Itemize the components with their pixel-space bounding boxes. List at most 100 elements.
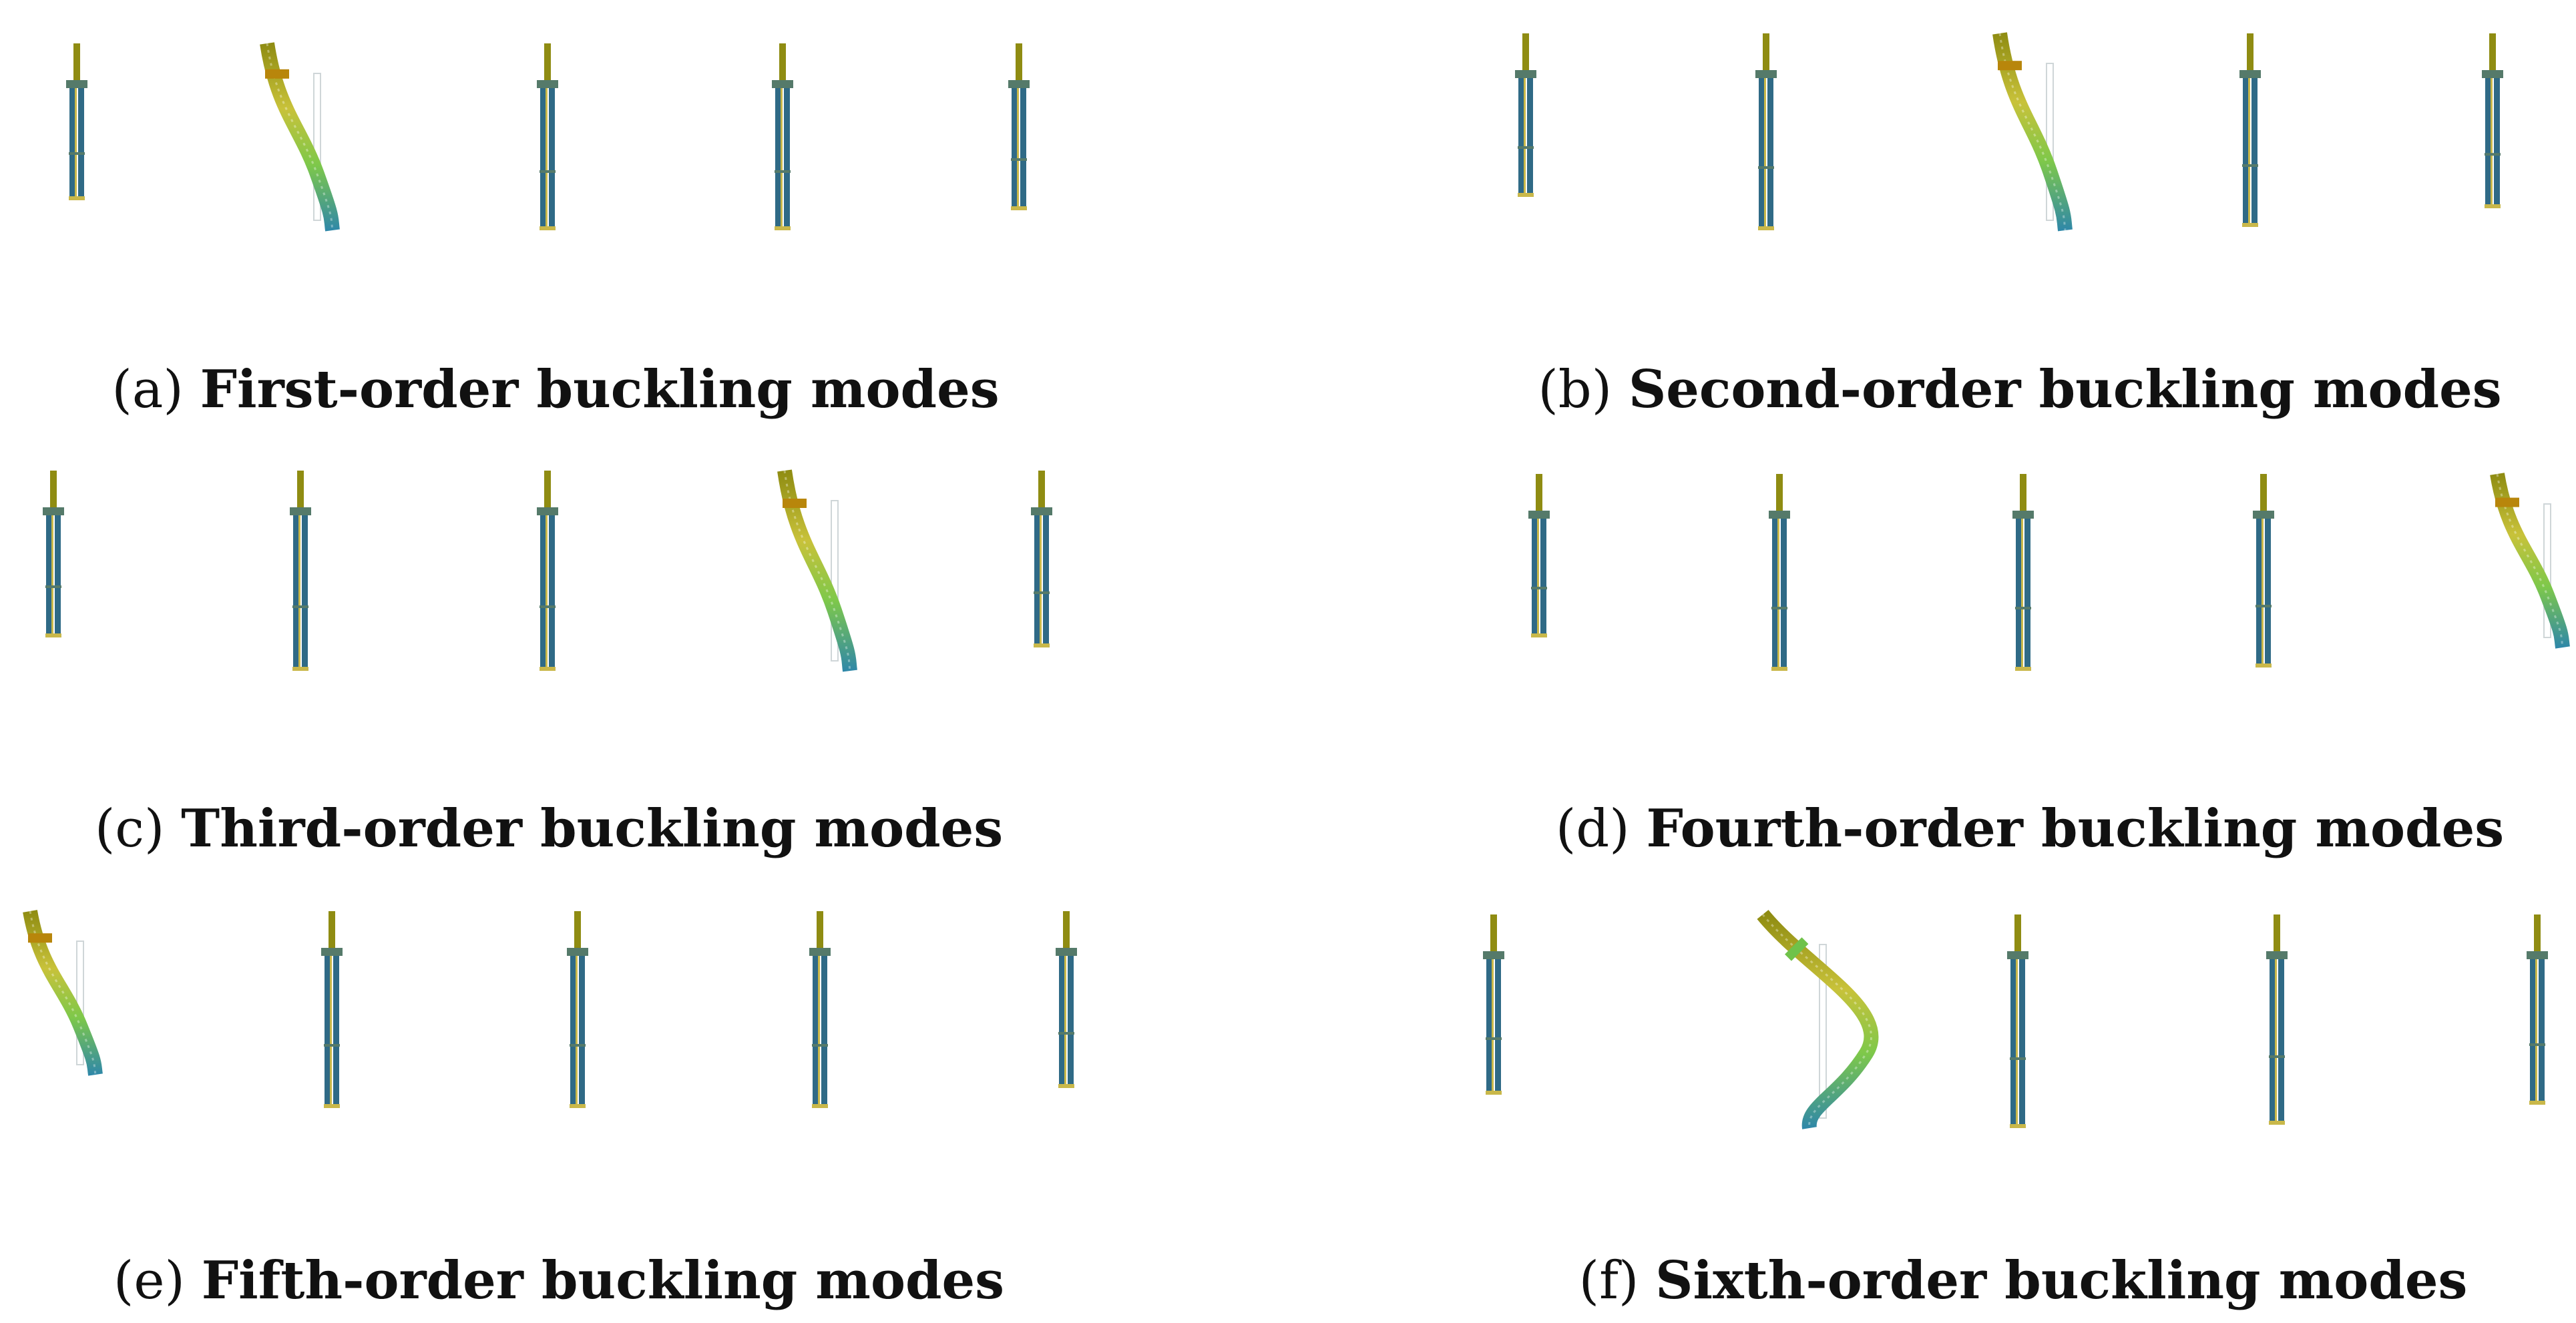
column [1483, 914, 1504, 1095]
column-foot [1486, 1091, 1502, 1095]
buckled-column [1757, 910, 1879, 1129]
column-spire [1522, 33, 1529, 70]
column-stripe [1064, 956, 1066, 1088]
column-leg-right [1043, 515, 1049, 647]
buckled-mesh [1761, 914, 1872, 1129]
buckled-mesh [2496, 473, 2564, 648]
column-joint [69, 152, 85, 155]
column-leg-right [1540, 519, 1546, 637]
column-cap [537, 507, 558, 515]
column [537, 43, 558, 230]
column-stripe [2262, 519, 2264, 668]
column [1755, 33, 1777, 230]
buckled-cap [1785, 937, 1809, 961]
undeformed-outline [2046, 63, 2054, 221]
column-joint [2256, 605, 2272, 607]
column-leg-right [2539, 959, 2545, 1105]
column-joint [570, 1044, 586, 1047]
column-foot [292, 667, 308, 671]
column-foot [2242, 223, 2258, 227]
column-spire [1016, 43, 1022, 80]
column-cap [1515, 70, 1536, 78]
column-leg-left [1486, 959, 1492, 1095]
column-joint [2010, 1057, 2026, 1060]
caption-f-title: Sixth-order buckling modes [1655, 1250, 2468, 1311]
column-foot [1011, 206, 1027, 210]
column-cap [1755, 70, 1777, 78]
column-leg-left [1518, 78, 1524, 197]
column-spire [73, 43, 80, 80]
column-leg-left [2016, 519, 2022, 671]
column-cap [2482, 70, 2503, 78]
panel-b [1515, 32, 2503, 232]
caption-d-letter: d [1576, 799, 1610, 859]
column-spire [1763, 33, 1769, 70]
column-spire [2489, 33, 2496, 70]
panel-d [1528, 473, 2570, 671]
buckled-cap [265, 69, 289, 79]
column [1056, 911, 1077, 1088]
column-foot [2010, 1124, 2026, 1128]
caption-a-letter: a [132, 360, 164, 420]
column-leg-right [78, 88, 84, 200]
column-leg-right [2278, 959, 2284, 1125]
column-spire [2247, 33, 2253, 70]
column-stripe [2248, 78, 2250, 227]
column-cap [2266, 951, 2288, 959]
column [290, 471, 311, 671]
column-foot [1771, 667, 1787, 671]
column-stripe [546, 515, 548, 671]
column [772, 43, 793, 230]
column-foot [1058, 1084, 1074, 1088]
column-stripe [330, 956, 332, 1108]
column-spire [574, 911, 581, 948]
column-foot [570, 1104, 586, 1108]
column-leg-right [55, 515, 61, 637]
column-cap [1031, 507, 1052, 515]
column-foot [540, 226, 556, 230]
buckled-column [2490, 473, 2570, 649]
buckled-column [260, 42, 340, 232]
column-leg-left [2530, 959, 2536, 1105]
buckled-cap [2495, 497, 2519, 507]
undeformed-outline [831, 500, 839, 662]
column-leg-right [2019, 959, 2025, 1128]
column-foot [775, 226, 791, 230]
column-leg-left [813, 956, 819, 1108]
column-cap [1528, 511, 1550, 519]
caption-e-letter: e [134, 1251, 165, 1311]
column-leg-left [1759, 78, 1765, 230]
column-cap [321, 948, 343, 956]
column-leg-right [1020, 88, 1026, 210]
column-foot [45, 633, 61, 637]
column-foot [2256, 664, 2272, 668]
column-cap [537, 80, 558, 88]
column-cap [772, 80, 793, 88]
column-cap [2253, 511, 2274, 519]
column-cap [2012, 511, 2034, 519]
column-stripe [1017, 88, 1019, 210]
column-leg-left [1772, 519, 1778, 671]
column-leg-right [784, 88, 790, 230]
column-spire [297, 471, 304, 507]
column [2482, 33, 2503, 208]
column-joint [1011, 158, 1027, 161]
column-stripe [1777, 519, 1779, 671]
column-spire [1536, 474, 1542, 511]
caption-d: (d) Fourth-order buckling modes [1555, 798, 2505, 859]
column-spire [2020, 474, 2026, 511]
buckled-shaft [2490, 473, 2570, 649]
column-joint [1518, 146, 1534, 149]
column-joint [292, 605, 308, 608]
column-spire [2274, 914, 2280, 951]
column-foot [2015, 667, 2031, 671]
column-spire [1490, 914, 1497, 951]
column-joint [540, 605, 556, 608]
column-stripe [546, 88, 548, 230]
column [2007, 914, 2028, 1128]
column-leg-left [69, 88, 75, 200]
column-leg-right [549, 515, 555, 671]
column-foot [69, 196, 85, 200]
buckled-mesh [783, 470, 851, 672]
column [66, 43, 87, 200]
